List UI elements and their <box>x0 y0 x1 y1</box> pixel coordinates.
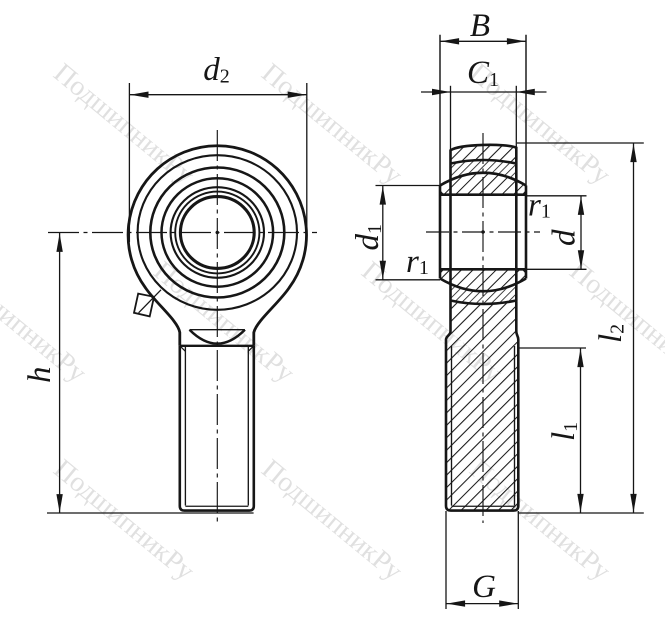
svg-text:h: h <box>22 367 58 384</box>
svg-text:G: G <box>472 569 496 605</box>
svg-text:d: d <box>547 229 583 246</box>
svg-text:B: B <box>470 8 490 44</box>
